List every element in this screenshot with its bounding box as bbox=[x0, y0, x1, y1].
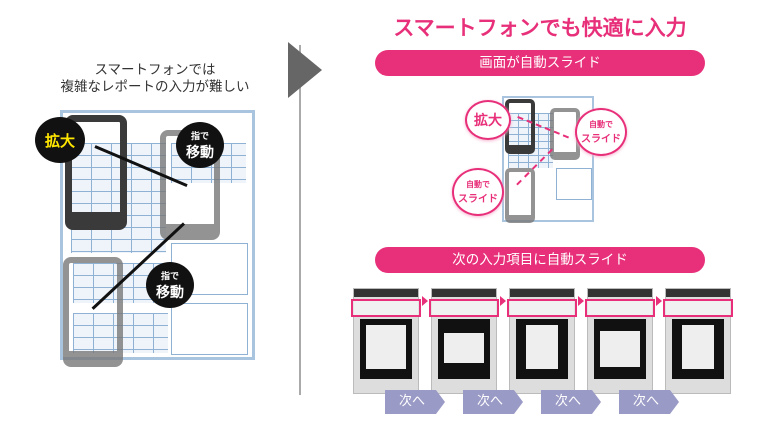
auto-slide-bubble-1: 自動でスライド bbox=[575, 108, 627, 156]
auto-small-text: 自動で bbox=[589, 120, 613, 129]
zoom-bubble-small: 拡大 bbox=[465, 100, 511, 140]
auto-small-text: 自動で bbox=[466, 180, 490, 189]
next-arrow-3: 次へ bbox=[541, 390, 601, 414]
screen-date-picker bbox=[351, 288, 421, 394]
finger-big-text: 移動 bbox=[156, 284, 184, 301]
chevron-right-icon bbox=[578, 296, 584, 306]
phone-slide-2 bbox=[505, 168, 535, 223]
next-arrow-1: 次へ bbox=[385, 390, 445, 414]
finger-move-bubble-1: 指で移動 bbox=[176, 122, 224, 168]
screen-keyboard bbox=[585, 288, 655, 394]
phone-moved-2 bbox=[63, 257, 123, 367]
next-arrow-2: 次へ bbox=[463, 390, 523, 414]
finger-big-text: 移動 bbox=[186, 144, 214, 161]
left-title-line1: スマートフォンでは bbox=[94, 62, 216, 78]
zoom-text: 拡大 bbox=[44, 131, 75, 150]
screen-select-list bbox=[507, 288, 577, 394]
banner-next-field: 次の入力項目に自動スライド bbox=[375, 247, 705, 273]
finger-small-text: 指で bbox=[190, 131, 209, 142]
divider bbox=[299, 45, 301, 395]
zoom-text: 拡大 bbox=[474, 113, 502, 129]
chevron-right-icon bbox=[422, 296, 428, 306]
left-title-line2: 複雑なレポートの入力が難しい bbox=[60, 79, 250, 95]
screen-numpad bbox=[663, 288, 733, 394]
screen-time-picker bbox=[429, 288, 499, 394]
auto-big-text: スライド bbox=[458, 194, 498, 205]
banner-auto-slide: 画面が自動スライド bbox=[375, 50, 705, 76]
chevron-right-icon bbox=[500, 296, 506, 306]
chevron-right-icon bbox=[656, 296, 662, 306]
next-arrow-4: 次へ bbox=[619, 390, 679, 414]
phone-zoomed bbox=[65, 115, 127, 230]
auto-slide-bubble-2: 自動でスライド bbox=[452, 168, 504, 216]
finger-move-bubble-2: 指で移動 bbox=[146, 262, 194, 308]
arrow-right-icon bbox=[288, 42, 322, 98]
zoom-bubble: 拡大 bbox=[35, 117, 85, 163]
left-title: スマートフォンでは 複雑なレポートの入力が難しい bbox=[20, 62, 290, 96]
right-title: スマートフォンでも快適に入力 bbox=[393, 16, 687, 40]
finger-small-text: 指で bbox=[160, 271, 179, 282]
auto-big-text: スライド bbox=[581, 134, 621, 145]
